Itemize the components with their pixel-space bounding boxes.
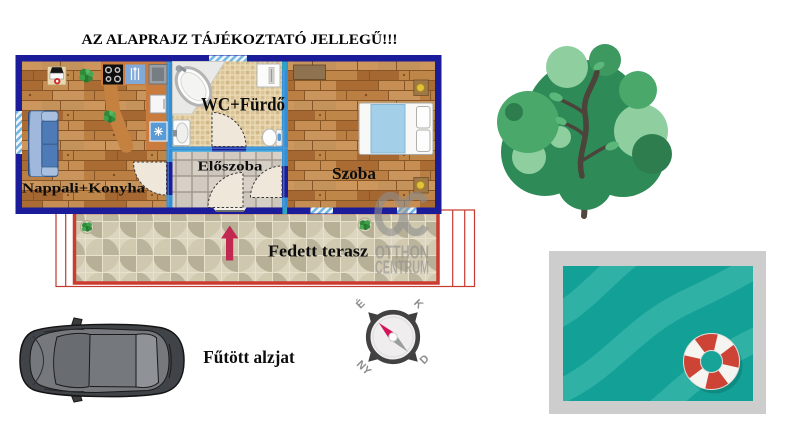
svg-text:WC+Fürdő: WC+Fürdő xyxy=(201,95,285,116)
svg-text:É: É xyxy=(353,297,367,311)
svg-text:AZ ALAPRAJZ TÁJÉKOZTATÓ JELLEG: AZ ALAPRAJZ TÁJÉKOZTATÓ JELLEGŰ!!! xyxy=(82,31,398,48)
svg-text:NY: NY xyxy=(354,358,374,378)
svg-text:OTTHON: OTTHON xyxy=(375,243,429,263)
svg-text:Nappali+Konyha: Nappali+Konyha xyxy=(22,182,145,197)
svg-text:CENTRUM: CENTRUM xyxy=(375,258,429,278)
svg-text:Szoba: Szoba xyxy=(332,164,376,183)
svg-text:Fedett terasz: Fedett terasz xyxy=(268,242,368,261)
svg-text:K: K xyxy=(411,297,425,311)
svg-text:Előszoba: Előszoba xyxy=(198,160,263,175)
svg-text:D: D xyxy=(418,353,432,367)
svg-text:Fűtött alzjat: Fűtött alzjat xyxy=(203,347,295,367)
